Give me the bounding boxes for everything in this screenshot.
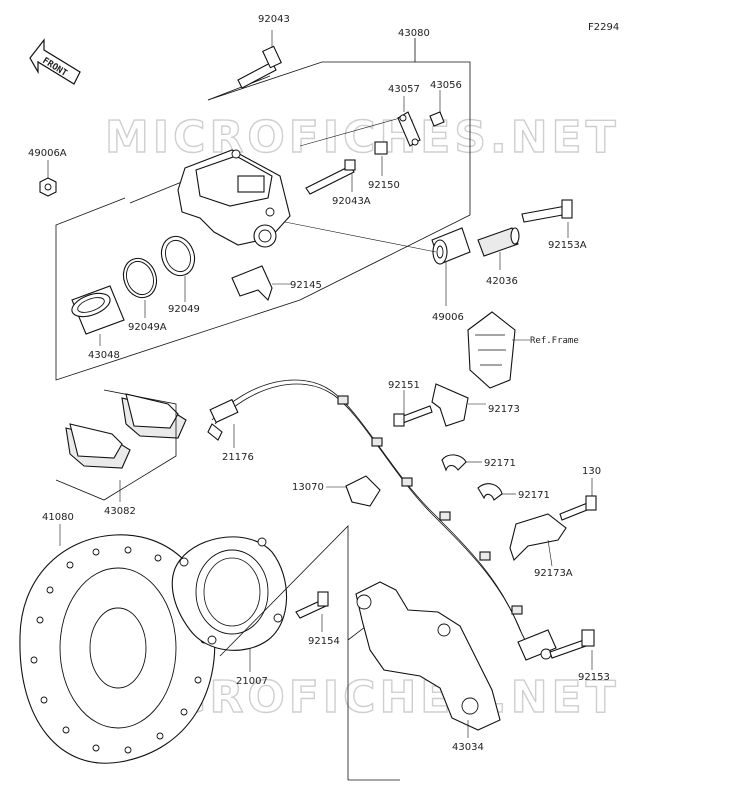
caliper-bracket-43034 xyxy=(355,581,501,738)
bolt-92154 xyxy=(295,591,329,632)
frame-bracket-ref xyxy=(467,311,530,389)
abs-rotor-21007 xyxy=(171,536,288,672)
bushing-49006 xyxy=(284,221,471,306)
label-43057: 43057 xyxy=(388,84,420,95)
label-21176: 21176 xyxy=(222,452,254,463)
bolt-130 xyxy=(559,478,597,521)
label-49006: 49006 xyxy=(432,312,464,323)
label-92049: 92049 xyxy=(168,304,200,315)
plug-92150 xyxy=(374,141,388,176)
label-92154: 92154 xyxy=(308,636,340,647)
seal-92049 xyxy=(160,235,196,302)
label-43082: 43082 xyxy=(104,506,136,517)
label-92153: 92153 xyxy=(578,672,610,683)
label-92151: 92151 xyxy=(388,380,420,391)
label-42036: 42036 xyxy=(486,276,518,287)
brake-disc-41080 xyxy=(19,524,216,764)
grommet-13070 xyxy=(326,475,381,507)
caliper-body xyxy=(177,149,291,248)
label-92173: 92173 xyxy=(488,404,520,415)
piston-43048 xyxy=(71,285,125,346)
label-43048: 43048 xyxy=(88,350,120,361)
label-92145: 92145 xyxy=(290,280,322,291)
bolt-92151 xyxy=(393,390,433,427)
label-41080: 41080 xyxy=(42,512,74,523)
bracket-92173A xyxy=(509,513,567,567)
seal-92049A xyxy=(122,257,158,318)
label-21007: 21007 xyxy=(236,676,268,687)
label-92043A: 92043A xyxy=(332,196,371,207)
label-130: 130 xyxy=(582,466,601,477)
clip-92171-upper xyxy=(441,454,482,472)
label-13070: 13070 xyxy=(292,482,324,493)
clamp-92173 xyxy=(431,383,486,427)
bleeder-valve xyxy=(397,96,421,147)
label-43034: 43034 xyxy=(452,742,484,753)
sleeve-42036 xyxy=(477,227,520,270)
label-92043: 92043 xyxy=(258,14,290,25)
label-43056: 43056 xyxy=(430,80,462,91)
label-92171-upper: 92171 xyxy=(484,458,516,469)
label-49006A: 49006A xyxy=(28,148,67,159)
label-92171-lower: 92171 xyxy=(518,490,550,501)
front-arrow-icon: FRONT xyxy=(29,38,81,85)
bolt-92153A xyxy=(521,199,573,238)
figure-code: F2294 xyxy=(588,22,619,33)
label-92153A: 92153A xyxy=(548,240,587,251)
label-ref-frame: Ref.Frame xyxy=(530,336,579,346)
spring-92145 xyxy=(231,265,292,302)
clip-92171-lower xyxy=(477,483,516,501)
bleeder-cap xyxy=(429,90,445,127)
label-43080: 43080 xyxy=(398,28,430,39)
abs-sensor-cable xyxy=(207,379,557,661)
brake-pads xyxy=(55,389,187,502)
label-92049A: 92049A xyxy=(128,322,167,333)
label-92173A: 92173A xyxy=(534,568,573,579)
label-92150: 92150 xyxy=(368,180,400,191)
bolt-92043 xyxy=(237,30,282,89)
watermark-top: MICROFICHES.NET xyxy=(105,112,620,163)
nut-49006A xyxy=(39,160,57,197)
bolt-92153 xyxy=(549,629,595,670)
pin-92043A xyxy=(305,159,356,195)
